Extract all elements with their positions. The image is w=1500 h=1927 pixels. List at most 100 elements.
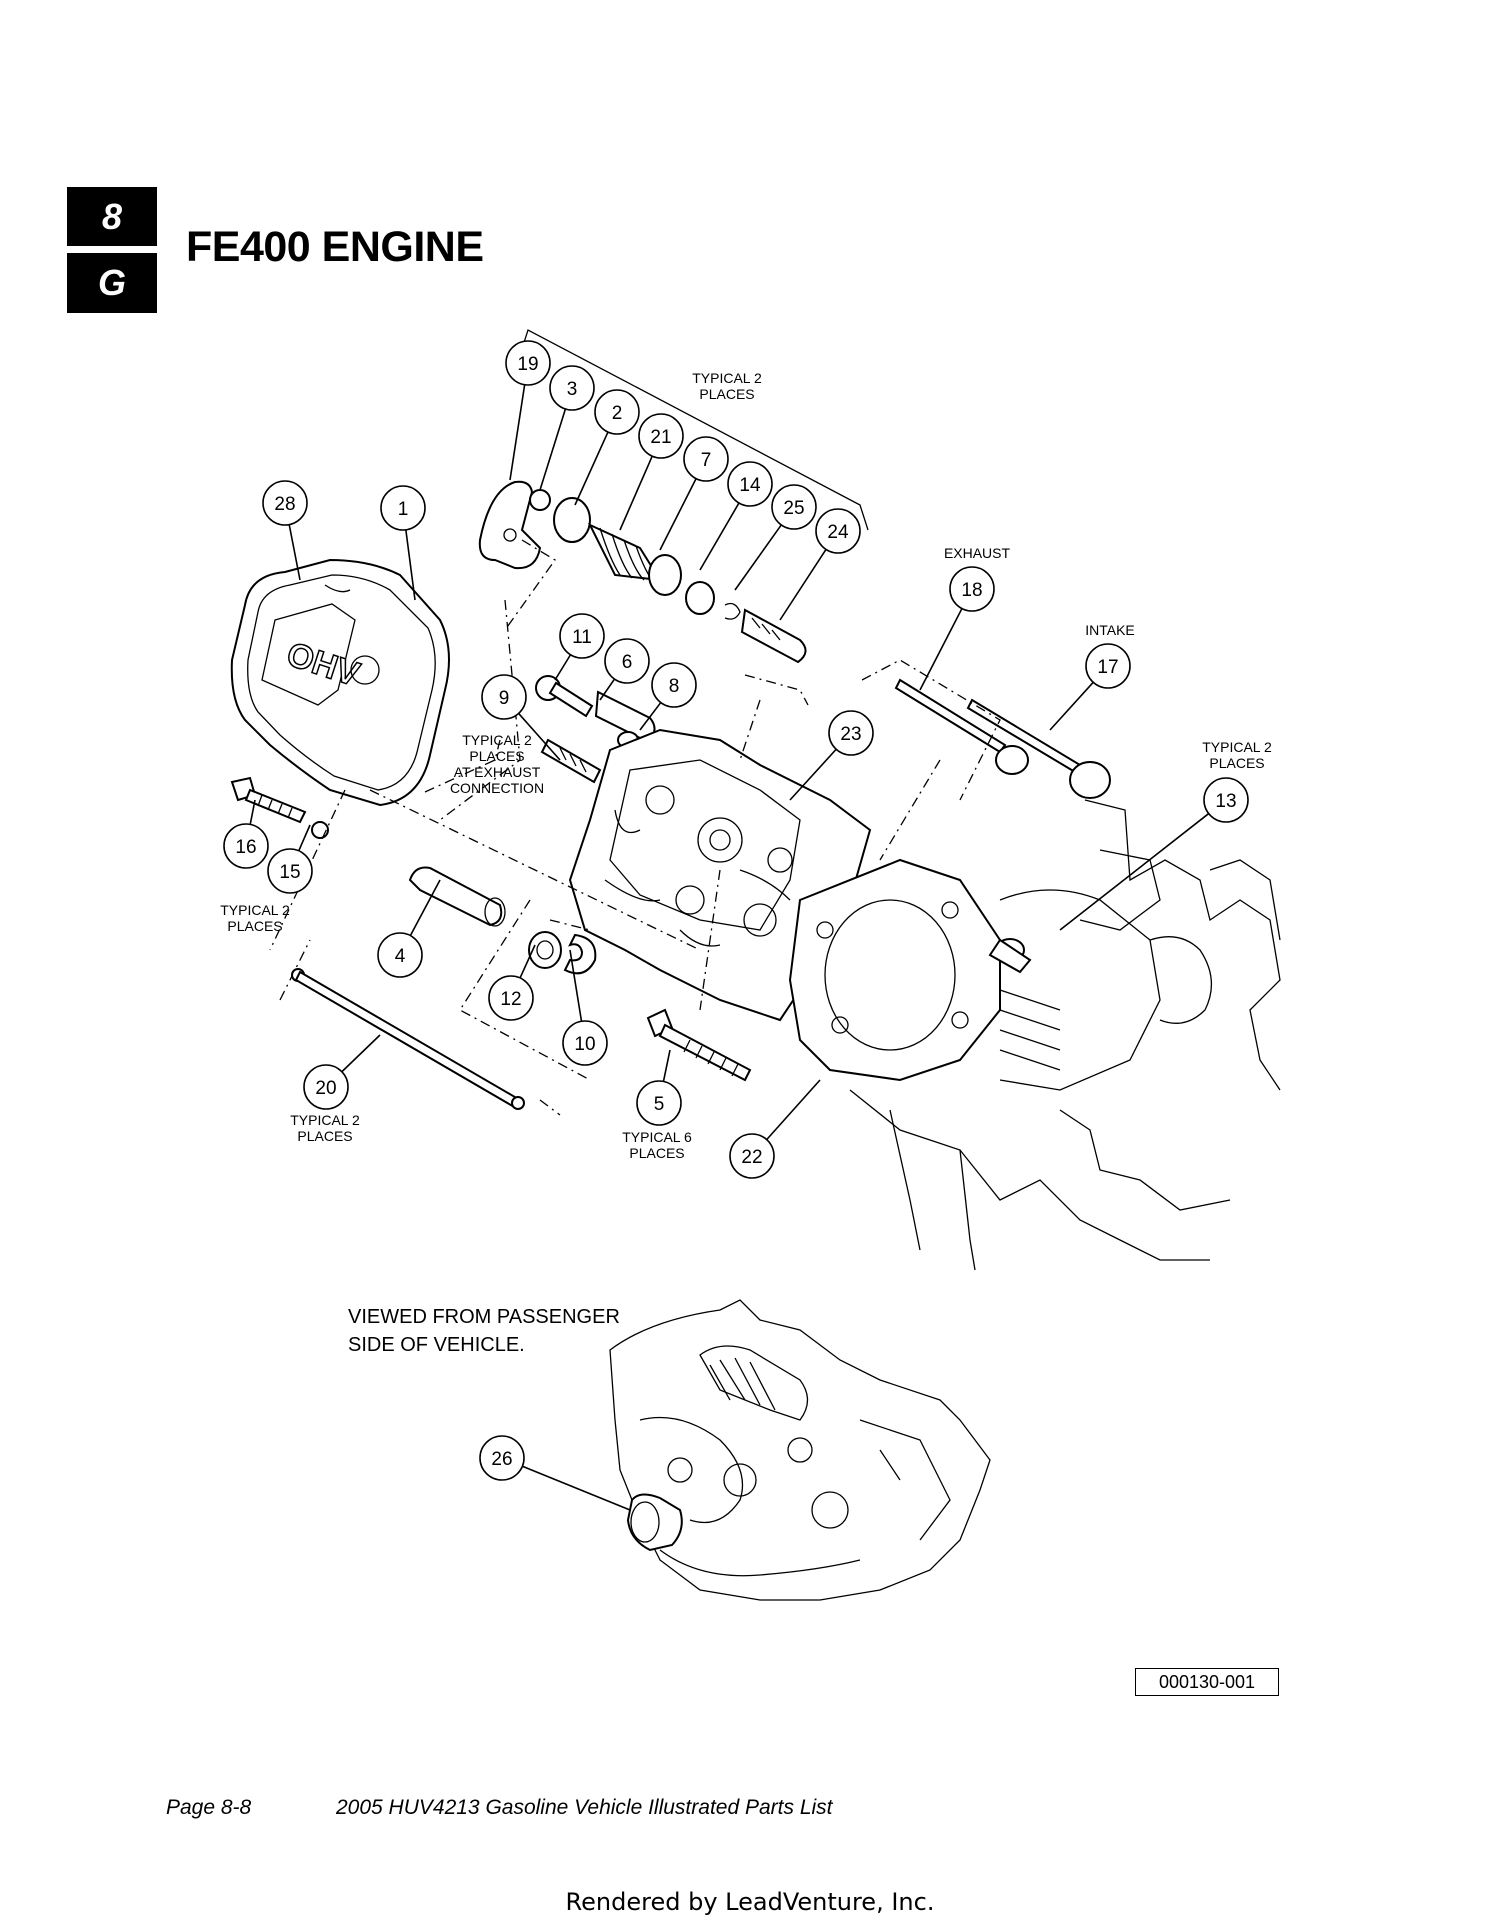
callout-number: 3 xyxy=(567,379,578,400)
callout-number: 10 xyxy=(574,1034,595,1055)
callout-circle xyxy=(1203,777,1249,823)
callout-leader xyxy=(639,702,662,731)
diagram-note-line: CONNECTION xyxy=(450,780,544,796)
callout-circle xyxy=(949,566,995,612)
callout-leader xyxy=(1049,681,1094,731)
callout-circle xyxy=(636,1080,682,1126)
push-rod-part xyxy=(291,968,525,1110)
callout-circle xyxy=(683,436,729,482)
callout-14: 14 xyxy=(699,461,773,571)
diagram-note-line: TYPICAL 2 xyxy=(220,902,290,918)
callout-circle xyxy=(481,674,527,720)
diagram-note-line: PLACES xyxy=(227,918,282,934)
callout-17: 17 xyxy=(1049,643,1131,731)
callout-number: 28 xyxy=(274,494,295,515)
valve-cover-part: OHV xyxy=(230,558,450,807)
callout-circle xyxy=(303,1064,349,1110)
callout-circle xyxy=(267,848,313,894)
callout-number: 20 xyxy=(315,1078,336,1099)
callout-leader xyxy=(779,548,827,621)
callout-leader xyxy=(734,524,782,591)
callout-25: 25 xyxy=(734,484,817,591)
callout-circle xyxy=(488,975,534,1021)
callout-circle xyxy=(505,340,551,386)
footer-page-number: Page 8-8 xyxy=(166,1796,252,1819)
callout-22: 22 xyxy=(729,1079,821,1179)
callout-circle xyxy=(771,484,817,530)
callout-leader xyxy=(288,524,301,581)
callout-circle xyxy=(549,365,595,411)
callout-circle xyxy=(559,613,605,659)
callout-leader xyxy=(539,408,567,491)
callout-leader xyxy=(249,799,256,825)
callout-number: 14 xyxy=(739,475,761,496)
callout-21: 21 xyxy=(619,413,684,531)
callout-19: 19 xyxy=(505,340,551,481)
callout-13: 13 xyxy=(1059,777,1249,931)
callout-circle xyxy=(604,638,650,684)
callout-circle xyxy=(828,710,874,756)
callout-circle xyxy=(562,1020,608,1066)
rocker-arm-part xyxy=(478,480,542,570)
callout-circle xyxy=(651,662,697,708)
callout-number: 1 xyxy=(398,499,409,520)
callout-leader xyxy=(341,1034,381,1073)
head-bolt-part xyxy=(646,1008,752,1082)
diagram-note-line: TYPICAL 2 xyxy=(290,1112,360,1128)
callout-16: 16 xyxy=(223,799,269,869)
callout-circle xyxy=(594,389,640,435)
valve-spring-assembly xyxy=(529,489,807,664)
callout-5: 5 xyxy=(636,1049,682,1126)
callout-number: 23 xyxy=(840,724,861,745)
diagram-note-line: PLACES xyxy=(629,1145,684,1161)
callout-circle xyxy=(262,480,308,526)
cylinder-block-outline xyxy=(849,799,1281,1271)
callout-number: 6 xyxy=(622,652,633,673)
callout-leader xyxy=(766,1079,821,1141)
footer-document-title: 2005 HUV4213 Gasoline Vehicle Illustrate… xyxy=(336,1796,833,1819)
page-title: FE400 ENGINE xyxy=(186,223,484,271)
callout-23: 23 xyxy=(789,710,874,801)
callout-number: 8 xyxy=(669,676,680,697)
callout-8: 8 xyxy=(639,662,697,731)
diagram-note-line: PLACES xyxy=(699,386,754,402)
callout-number: 12 xyxy=(500,989,521,1010)
section-number-tab: 8 xyxy=(67,187,157,246)
valve-cover-bolt-part xyxy=(230,776,307,824)
callout-number: 7 xyxy=(701,450,712,471)
section-letter-tab: G xyxy=(67,253,157,313)
callout-number: 22 xyxy=(741,1147,762,1168)
callout-circle xyxy=(729,1133,775,1179)
callout-10: 10 xyxy=(562,949,608,1066)
callout-15: 15 xyxy=(267,824,313,894)
callout-leader xyxy=(1059,812,1210,931)
callout-leader xyxy=(298,824,311,852)
callout-circle xyxy=(380,485,426,531)
callout-leader xyxy=(518,712,561,761)
callout-12: 12 xyxy=(488,944,536,1021)
callout-number: 11 xyxy=(572,627,592,648)
callout-number: 4 xyxy=(395,946,406,967)
diagram-note-line: TYPICAL 2 xyxy=(692,370,762,386)
diagram-note-line: TYPICAL 2 xyxy=(462,732,532,748)
diagram-note-line: TYPICAL 2 xyxy=(1202,739,1272,755)
callout-number: 13 xyxy=(1215,791,1236,812)
callout-number: 25 xyxy=(783,498,804,519)
diagram-note-line: INTAKE xyxy=(1085,622,1135,638)
callout-9: 9 xyxy=(481,674,561,761)
seal-washer-parts xyxy=(528,931,597,975)
callout-leader xyxy=(522,1465,631,1511)
callout-number: 17 xyxy=(1097,657,1118,678)
head-gasket-part xyxy=(788,858,1001,1082)
callout-leader xyxy=(509,384,526,481)
callout-circle xyxy=(479,1435,525,1481)
view-note: VIEWED FROM PASSENGER SIDE OF VEHICLE. xyxy=(348,1306,620,1356)
callout-1: 1 xyxy=(380,485,426,601)
callout-20: 20 xyxy=(303,1034,381,1110)
callout-7: 7 xyxy=(659,436,729,551)
